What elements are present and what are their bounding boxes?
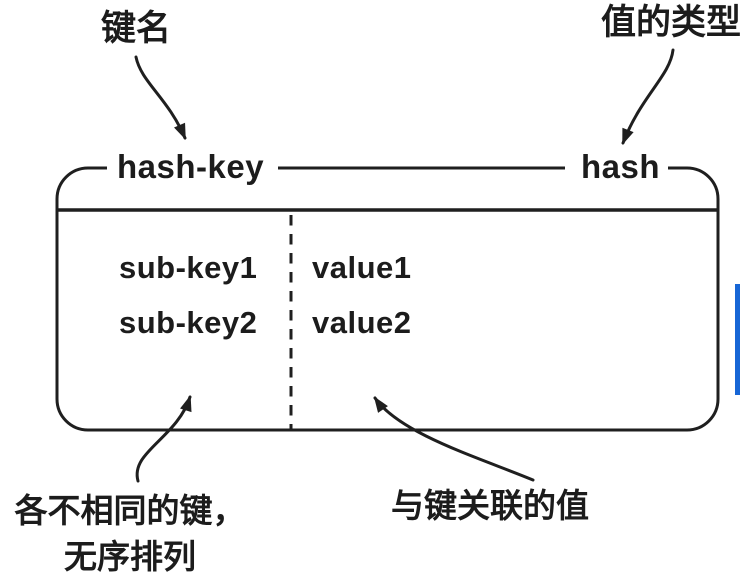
key-name-arrow: [134, 55, 187, 140]
value-type-arrow: [621, 48, 675, 145]
values-note: 与键关联的值: [391, 487, 589, 524]
unique-keys-arrow: [135, 395, 192, 483]
value-type-label: 值的类型: [601, 3, 742, 42]
unique-keys-note-line2: 无序排列: [64, 538, 196, 575]
values-arrow: [373, 396, 535, 482]
hash-box-outline: [55, 166, 720, 432]
key-name-label: 键名: [101, 9, 172, 48]
hash-key-label: hash-key: [117, 148, 265, 185]
unique-keys-note: 各不相同的键， 无序排列: [6, 488, 254, 580]
row-2-sub-key: sub-key2: [119, 305, 258, 340]
row-1-value: value1: [312, 250, 412, 285]
hash-type-label: hash: [581, 148, 661, 185]
row-2-value: value2: [312, 305, 412, 340]
selection-bar: [735, 284, 740, 395]
row-1-sub-key: sub-key1: [119, 250, 258, 285]
unique-keys-note-line1: 各不相同的键，: [14, 492, 246, 529]
